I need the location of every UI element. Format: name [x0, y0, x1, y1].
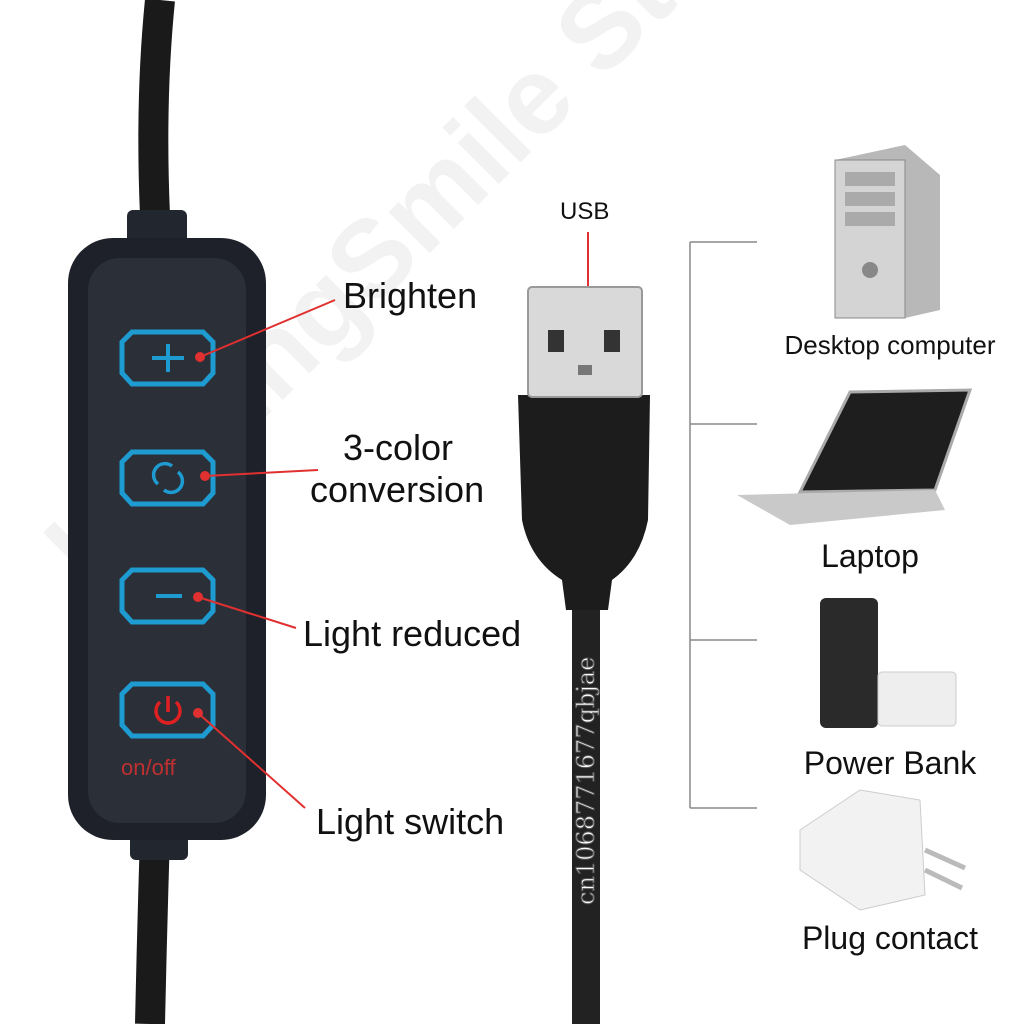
label-power-bank: Power Bank — [803, 745, 977, 781]
label-plug-contact: Plug contact — [801, 920, 979, 956]
power-bank-image — [820, 598, 957, 728]
usb-metal-shell — [527, 286, 643, 398]
laptop-image — [737, 388, 973, 525]
label-desktop: Desktop computer — [784, 330, 996, 360]
controller-neck-top — [127, 210, 187, 244]
power-icon — [154, 696, 182, 725]
usb-body — [518, 395, 650, 610]
label-conversion: conversion — [310, 469, 485, 510]
onoff-text: on/off — [121, 755, 176, 780]
label-light-reduced: Light reduced — [303, 613, 522, 654]
vertical-watermark: cn1068771677qbjae — [572, 656, 601, 905]
label-light-switch: Light switch — [316, 801, 505, 842]
device-bracket — [689, 241, 757, 809]
label-usb: USB — [560, 198, 610, 225]
button-color-cycle — [119, 449, 216, 507]
label-laptop: Laptop — [821, 538, 919, 574]
cycle-icon — [151, 461, 185, 495]
cable-top — [138, 0, 175, 216]
plug-adapter-image — [799, 789, 967, 911]
label-brighten: Brighten — [343, 275, 478, 316]
label-3color: 3-color — [343, 427, 454, 468]
cable-bottom — [135, 834, 170, 1024]
plus-icon — [152, 344, 184, 372]
desktop-computer-image — [834, 145, 940, 319]
